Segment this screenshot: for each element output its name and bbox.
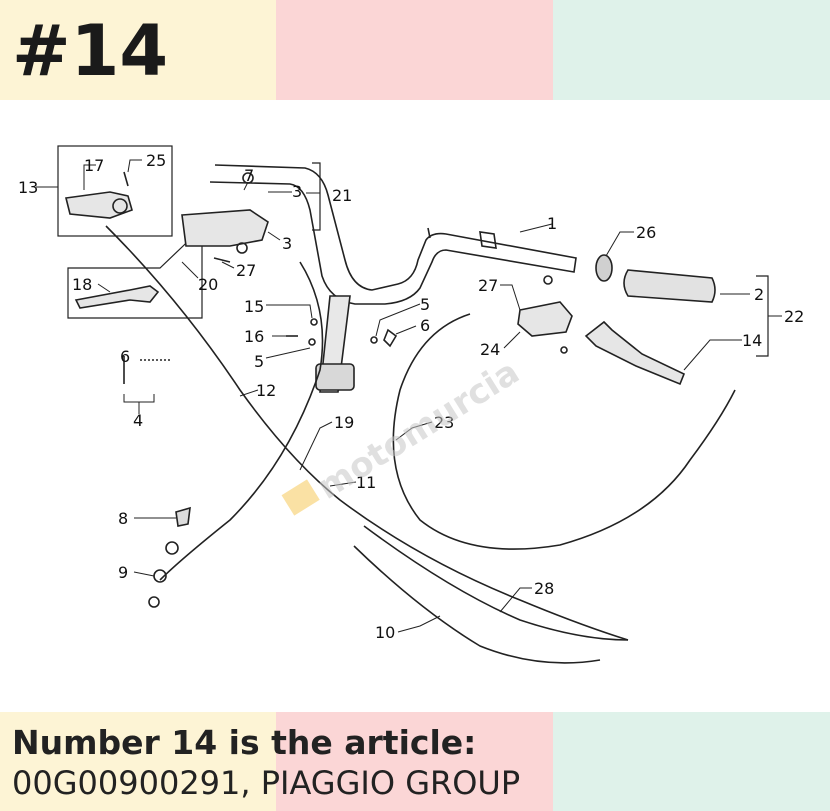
part-label-23: 23 bbox=[434, 413, 454, 432]
screw-25 bbox=[123, 171, 129, 187]
part-label-27b: 27 bbox=[478, 276, 498, 295]
part-label-3b: 3 bbox=[282, 234, 292, 253]
screw-small bbox=[560, 346, 568, 354]
cable-12 bbox=[105, 225, 629, 641]
part-label-24: 24 bbox=[480, 340, 500, 359]
handlebar-stud bbox=[479, 231, 497, 249]
part-label-13: 13 bbox=[18, 178, 38, 197]
part-label-9: 9 bbox=[118, 563, 128, 582]
part-label-14: 14 bbox=[742, 331, 762, 350]
part-5b bbox=[370, 336, 378, 344]
caption-heading: Number 14 is the article: bbox=[12, 723, 477, 762]
part-label-3a: 3 bbox=[292, 182, 302, 201]
bracket-21 bbox=[312, 162, 321, 231]
watermark-logo-mark bbox=[281, 479, 320, 516]
bolt-8 bbox=[175, 506, 191, 527]
part-6 bbox=[383, 328, 398, 348]
part-label-6b: 6 bbox=[120, 347, 130, 366]
part-label-22: 22 bbox=[784, 307, 804, 326]
nut-9b bbox=[148, 596, 160, 608]
part-label-7: 7 bbox=[244, 166, 254, 185]
part-label-12: 12 bbox=[256, 381, 276, 400]
cable-23 bbox=[392, 313, 736, 550]
part-label-2: 2 bbox=[754, 285, 764, 304]
screw-27 bbox=[543, 275, 553, 285]
part-label-5a: 5 bbox=[420, 295, 430, 314]
bottom-band-green bbox=[553, 712, 830, 811]
lever-14 bbox=[584, 320, 686, 386]
part-label-20: 20 bbox=[198, 275, 218, 294]
part-15 bbox=[310, 318, 318, 326]
washer-9 bbox=[165, 541, 179, 555]
part-label-28: 28 bbox=[534, 579, 554, 598]
lever-body-17 bbox=[65, 191, 133, 219]
parts-diagram: 1 2 3 3 4 5 5 6 6 7 8 9 10 11 12 13 14 1… bbox=[18, 145, 804, 664]
clamp-block bbox=[315, 363, 355, 391]
pin-27 bbox=[213, 257, 231, 263]
lever-pivot bbox=[112, 198, 128, 214]
part-label-5b: 5 bbox=[254, 352, 264, 371]
grip-2 bbox=[623, 269, 716, 303]
part-label-11: 11 bbox=[356, 473, 376, 492]
part-label-15: 15 bbox=[244, 297, 264, 316]
cable-19 bbox=[159, 261, 324, 581]
part-label-27a: 27 bbox=[236, 261, 256, 280]
part-label-6a: 6 bbox=[420, 316, 430, 335]
bottom-color-band bbox=[0, 712, 830, 811]
switch-24 bbox=[517, 301, 573, 337]
part-5 bbox=[308, 338, 316, 346]
part-label-18: 18 bbox=[72, 275, 92, 294]
page-title: #14 bbox=[12, 10, 169, 92]
master-cylinder bbox=[181, 209, 269, 247]
washer-3 bbox=[236, 242, 248, 254]
handlebar-tube bbox=[209, 164, 577, 305]
bottom-band-yellow bbox=[0, 712, 276, 811]
part-label-19: 19 bbox=[334, 413, 354, 432]
top-band-yellow bbox=[0, 0, 276, 100]
part-label-26: 26 bbox=[636, 223, 656, 242]
grip-end-26 bbox=[595, 254, 613, 282]
cable-10 bbox=[353, 545, 601, 664]
caption-article-code: 00G00900291, PIAGGIO GROUP bbox=[12, 764, 521, 802]
part-label-21: 21 bbox=[332, 186, 352, 205]
top-band-green bbox=[553, 0, 830, 100]
bottom-band-pink bbox=[276, 712, 553, 811]
handlebar-pin bbox=[427, 227, 431, 239]
part-label-17: 17 bbox=[84, 156, 104, 175]
part-label-1: 1 bbox=[547, 214, 557, 233]
lever-18 bbox=[74, 285, 160, 309]
top-color-band bbox=[0, 0, 830, 100]
top-band-pink bbox=[276, 0, 553, 100]
part-label-8: 8 bbox=[118, 509, 128, 528]
part-label-16: 16 bbox=[244, 327, 264, 346]
part-label-25: 25 bbox=[146, 151, 166, 170]
part-label-10: 10 bbox=[375, 623, 395, 642]
cable-28 bbox=[363, 525, 629, 641]
part-label-4: 4 bbox=[133, 411, 143, 430]
